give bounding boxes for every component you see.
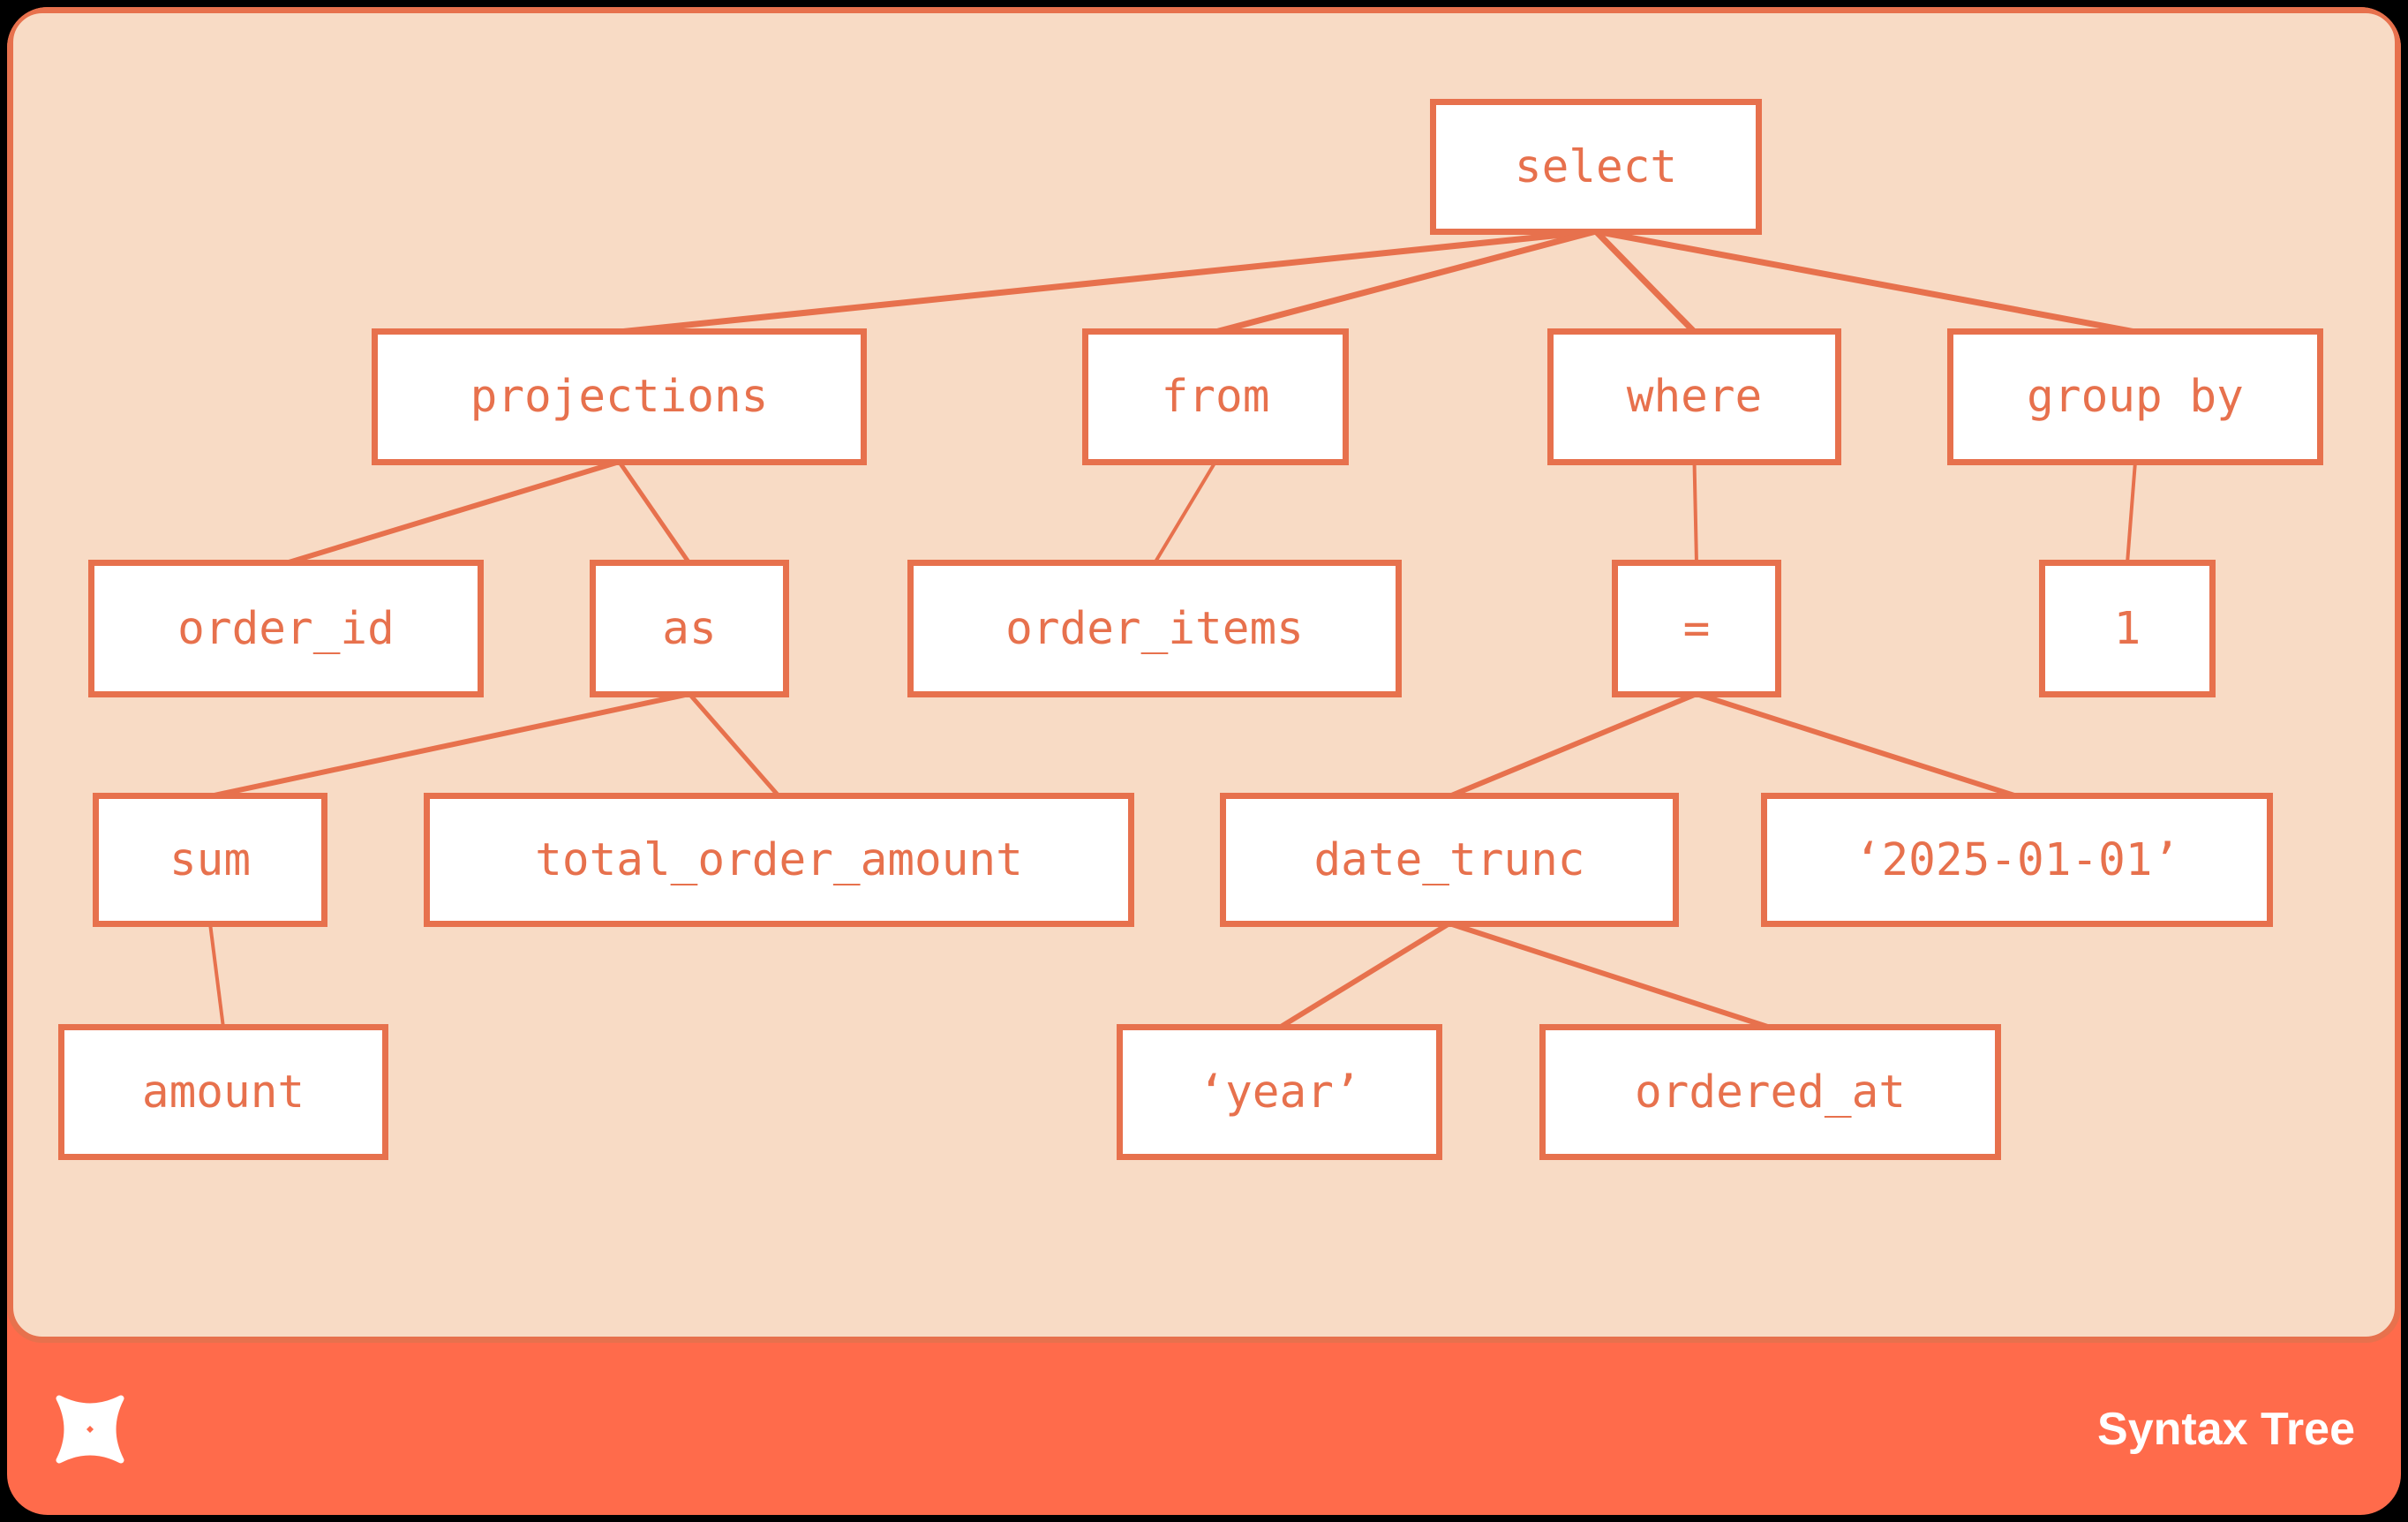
tree-edge-eq-date_literal [1696,691,2018,799]
tree-node-select: select [1430,99,1762,235]
tree-node-where: where [1547,328,1841,465]
tree-edge-eq-date_trunc [1448,691,1698,799]
tree-node-date_trunc: date_trunc [1220,793,1679,927]
tree-node-order_id: order_id [88,560,484,697]
tree-edge-where-eq [1692,461,1698,564]
tree-edge-projections-as [617,460,692,565]
tree-node-total_order_amount: total_order_amount [424,793,1134,927]
tree-node-label: as [662,602,717,655]
tree-node-label: total_order_amount [535,833,1023,886]
footer-title: Syntax Tree [2097,1403,2355,1455]
tree-node-label: projections [470,371,769,423]
tree-node-label: = [1682,602,1711,655]
tree-node-amount: amount [58,1024,388,1160]
tree-node-one: 1 [2039,560,2216,697]
tree-node-label: ‘2025-01-01’ [1854,833,2180,886]
tree-node-label: from [1161,371,1270,423]
tree-edge-select-group_by [1595,228,2136,335]
tree-node-order_items: order_items [907,560,1402,697]
footer-bar: Syntax Tree [7,1343,2401,1515]
tree-node-label: ordered_at [1634,1066,1907,1119]
tree-node-group_by: group by [1947,328,2323,465]
tree-node-label: sum [169,833,252,886]
tree-edge-select-projections [619,228,1597,335]
tree-node-label: group by [2027,371,2244,423]
tree-edge-select-from [1215,228,1597,335]
tree-node-label: ‘year’ [1198,1066,1361,1119]
tree-node-label: select [1514,140,1678,193]
tree-node-label: where [1626,371,1763,423]
dbt-logo-icon [56,1395,124,1463]
tree-node-date_literal: ‘2025-01-01’ [1761,793,2273,927]
tree-node-label: order_id [177,602,395,655]
tree-node-eq: = [1612,560,1781,697]
tree-node-label: date_trunc [1313,833,1585,886]
tree-node-ordered_at: ordered_at [1539,1024,2001,1160]
tree-edge-group_by-one [2126,461,2137,564]
tree-node-as: as [590,560,789,697]
tree-node-sum: sum [93,793,327,927]
tree-edge-sum-amount [208,923,225,1028]
tree-edge-from-order_items [1153,460,1217,565]
tree-node-year_literal: ‘year’ [1117,1024,1442,1160]
tree-edge-projections-order_id [285,459,621,566]
tree-node-label: 1 [2113,602,2141,655]
tree-edge-as-total_order_amount [688,692,781,798]
tree-node-label: order_items [1005,602,1304,655]
tree-edge-date_trunc-year_literal [1277,921,1451,1030]
tree-node-label: amount [141,1066,305,1119]
tree-edge-select-where [1593,229,1697,335]
tree-edge-as-sum [209,691,690,799]
tree-edge-date_trunc-ordered_at [1449,921,1772,1030]
tree-node-projections: projections [372,328,867,465]
tree-node-from: from [1082,328,1349,465]
